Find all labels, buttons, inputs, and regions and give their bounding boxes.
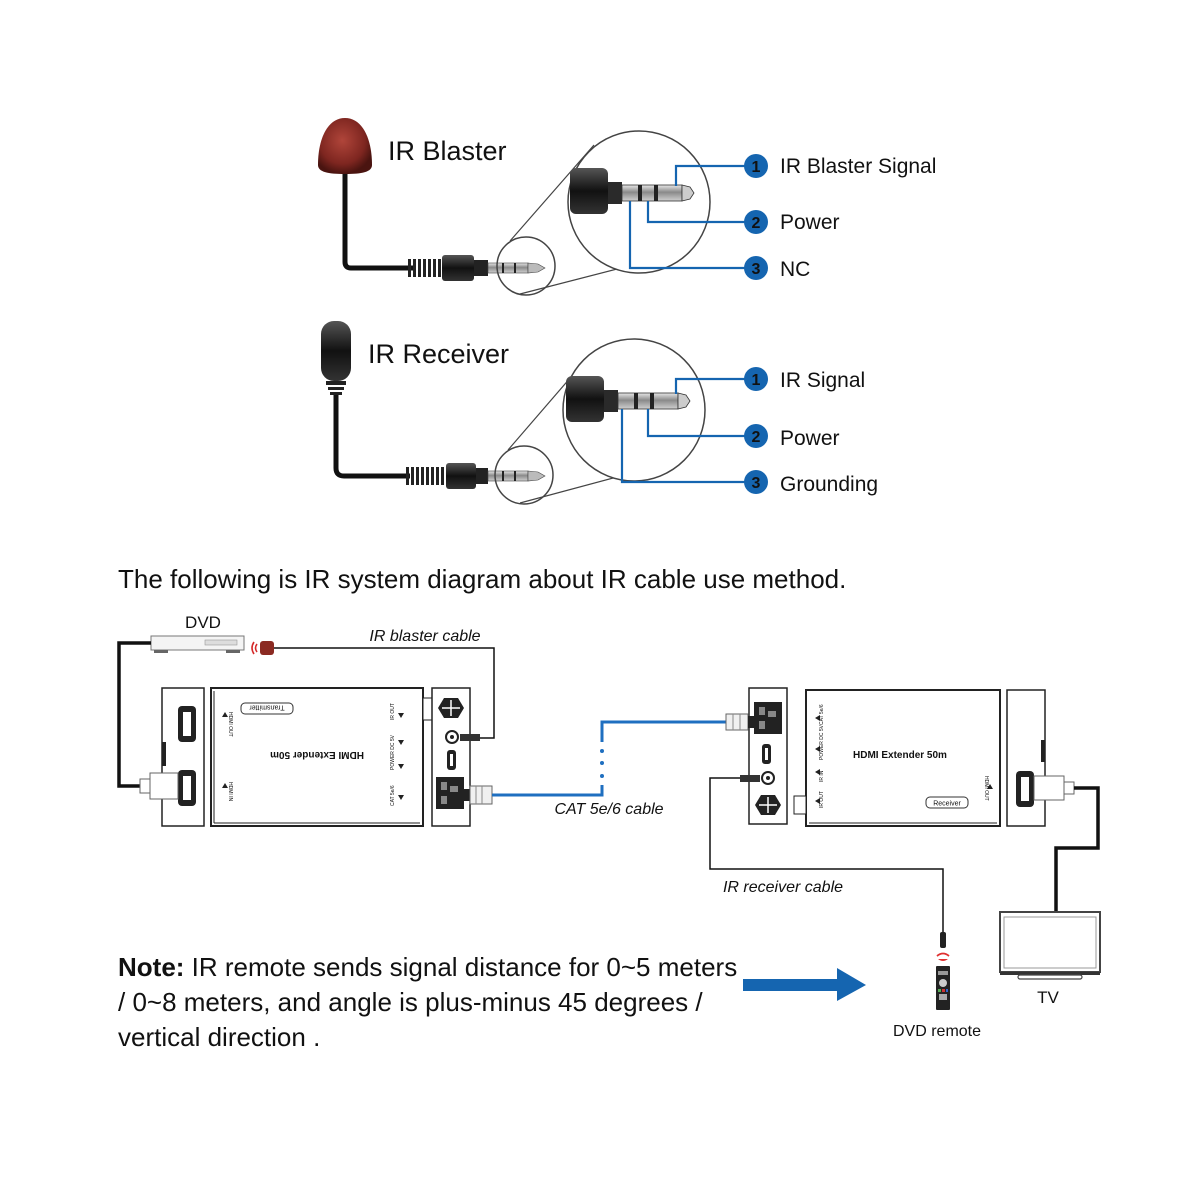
tv-label: TV [1037,988,1059,1007]
ir-jack-port-icon [761,771,775,785]
port-label: IR OUT [819,791,825,808]
port-label: CAT 5e/6 [819,704,825,725]
ir-receiver-pin-1: 1 IR Signal [744,367,865,392]
receiver-product-name: HDMI Extender 50m [853,750,947,761]
ir-receiver-head-icon [321,321,351,395]
port-label: IR IN [819,770,825,782]
ir-blaster-pin-1: 1 IR Blaster Signal [744,154,936,178]
ir-plug-icon [460,734,480,741]
ir-receiver-head-small-icon [940,932,946,948]
ir-receiver-cable-label: IR receiver cable [723,879,843,896]
ir-receiver-pin-3: 3 Grounding [744,470,878,496]
note-prefix: Note: [118,952,185,982]
intro-text: The following is IR system diagram about… [118,564,847,594]
cat-cable [492,720,727,797]
dvd-hdmi-cable [117,641,151,788]
power-port-icon [438,698,464,718]
ir-blaster-emitter-icon [251,641,274,655]
transmitter-body: HDMI Extender 50m Transmitter HDMI OUT H… [210,687,436,827]
pin-number-badge: 1 [752,159,761,176]
ir-blaster-title: IR Blaster [388,136,507,166]
port-label: HDMI IN [227,782,233,802]
zoom-large-circle [567,130,711,274]
pin-label: NC [780,258,810,281]
transmitter-port-markers [222,712,404,800]
ir-blaster-leader-lines [628,164,745,270]
pin-number-badge: 3 [752,261,761,278]
receiver-badge: Receiver [933,801,961,808]
port-label: IR OUT [390,703,396,720]
ir-receiver-pin-2: 2 Power [744,424,840,450]
zoom-small-circle [494,445,554,505]
ir-blaster-cable-line [274,647,495,739]
receiver-port-markers [815,715,993,804]
transmitter-ports-panel [431,687,493,827]
ir-blaster-cable [342,174,415,271]
ir-blaster-bulb-icon [318,118,372,174]
ir-receiver-jack-detail-icon [566,376,691,422]
port-label: POWER DC 5V [390,734,396,770]
ir-plug-icon [740,775,760,782]
pin-label: Power [780,211,840,234]
pin-number-badge: 2 [752,429,761,446]
pin-number-badge: 3 [752,475,761,492]
ir-jack-port-icon [445,730,459,744]
port-label: POWER DC 5V [819,724,825,760]
pin-label: Power [780,427,840,450]
hdmi-plug-icon [139,772,179,800]
transmitter-badge: Transmitter [249,704,285,711]
ir-blaster-section: 1 IR Blaster Signal 2 Power 3 NC IR Blas… [318,118,936,296]
ir-receiver-section: 1 IR Signal 2 Power 3 Grounding IR Recei… [321,321,878,505]
ir-blaster-pin-3: 3 NC [744,256,810,281]
receiver-hdmi-panel [1006,689,1075,827]
transmitter-product-name: HDMI Extender 50m [270,749,364,760]
note-text: IR remote sends signal distance for 0~5 … [118,952,738,1052]
note-paragraph: Note: IR remote sends signal distance fo… [118,950,738,1055]
pin-number-badge: 2 [752,215,761,232]
ir-blaster-jack-icon [408,255,546,281]
ir-blaster-cable-label: IR blaster cable [369,628,480,645]
arrow-right-icon [743,968,866,1001]
hdmi-port-icon [178,770,196,806]
hdmi-plug-icon [1033,775,1075,801]
ir-receiver-cable [333,395,410,479]
ir-receiver-cable-line [709,777,944,934]
receiver-body: HDMI Extender 50m Receiver CAT 5e/6 POWE… [793,689,1001,827]
ir-receiver-leader-lines [620,377,745,484]
tv-hdmi-cable [1054,786,1100,912]
port-label: CAT 5e/6 [390,785,396,806]
hdmi-port-icon [178,706,196,742]
micro-usb-port-icon [447,750,456,770]
dvd-player-icon [150,635,245,653]
receiver-ports-panel [725,687,788,825]
rj45-plug-icon [725,713,754,731]
ir-receiver-jack-icon [406,463,546,489]
dvd-label: DVD [185,613,221,632]
ir-blaster-jack-detail-icon [570,168,695,214]
pin-label: Grounding [780,473,878,496]
cat-cable-label: CAT 5e/6 cable [554,801,663,818]
rj45-port-icon [754,702,782,734]
port-label: HDMI OUT [983,776,989,801]
pin-label: IR Blaster Signal [780,155,936,178]
transmitter-hdmi-panel [139,687,205,827]
rj45-port-icon [436,777,464,809]
ir-blaster-pin-2: 2 Power [744,210,840,234]
tv-icon [999,911,1101,980]
hdmi-port-icon [1016,771,1034,807]
port-label: HDMI OUT [227,712,233,737]
pin-number-badge: 1 [752,372,761,389]
ir-receiver-title: IR Receiver [368,339,509,369]
micro-usb-port-icon [762,744,771,764]
dvd-remote-label: DVD remote [893,1023,981,1040]
zoom-small-circle [496,236,556,296]
system-diagram: DVD IR blaster cable [117,613,1101,1040]
dvd-remote-icon [936,952,950,1010]
power-port-icon [755,795,781,815]
pin-label: IR Signal [780,369,865,392]
